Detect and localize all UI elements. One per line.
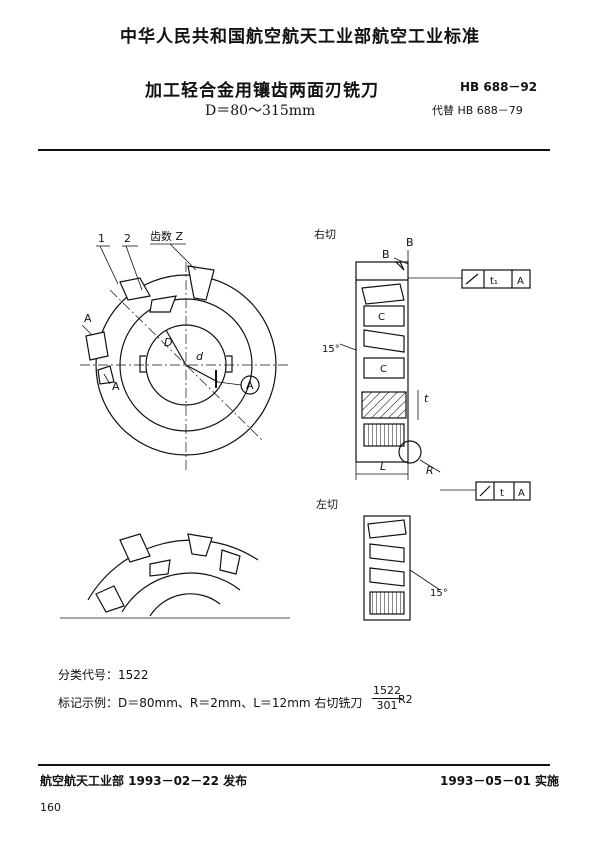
partial-tooth-3 xyxy=(149,559,171,577)
tooth-slot-3 xyxy=(187,265,215,301)
label-teeth-count: 齿数 Z xyxy=(150,230,183,243)
partial-hub-arc xyxy=(121,572,241,613)
tol2-ref: A xyxy=(518,488,525,499)
tol1-value: t₁ xyxy=(490,276,498,287)
front-view-partial xyxy=(60,533,290,619)
label-R: R xyxy=(426,464,434,477)
leader-2 xyxy=(125,245,143,291)
issue-date: 航空航天工业部 1993－02－22 发布 xyxy=(40,774,248,788)
label-right-cut: 右切 xyxy=(314,227,336,241)
fraction-numerator: 1522 xyxy=(372,684,402,699)
label-b2: B xyxy=(406,236,414,249)
label-left-cut: 左切 xyxy=(316,498,338,511)
partial-tooth-2 xyxy=(119,533,151,563)
tol1-ref: A xyxy=(517,276,524,287)
marking-example: 标记示例：D＝80mm、R＝2mm、L＝12mm 右切铣刀 xyxy=(58,696,363,710)
label-a-lower: A xyxy=(112,380,120,393)
label-a-upper: A xyxy=(84,312,92,325)
label-2: 2 xyxy=(124,232,131,245)
diameter-D-line xyxy=(165,329,187,366)
hatched-insert xyxy=(363,423,405,447)
partial-bore-arc xyxy=(149,593,221,617)
left-hand-section xyxy=(363,515,441,621)
label-c-upper: C xyxy=(378,312,385,323)
document-title: 加工轻合金用镶齿两面刃铣刀 xyxy=(145,81,379,101)
tooth-block-c xyxy=(363,305,405,327)
left-section-outline xyxy=(363,515,411,621)
tooth-slot-2 xyxy=(149,295,177,313)
edge-radius-detail xyxy=(398,440,422,464)
label-c-lower: C xyxy=(380,364,387,375)
hatched-body xyxy=(361,391,407,419)
partial-tooth-5 xyxy=(219,549,241,575)
page-number: 160 xyxy=(40,801,61,814)
label-b1: B xyxy=(382,248,390,261)
footer-rule xyxy=(38,764,550,766)
partial-tooth-4 xyxy=(187,533,213,557)
keyway-left xyxy=(139,355,146,373)
section-outline xyxy=(355,261,409,463)
tooth-slot-4 xyxy=(85,331,109,361)
partial-tooth-1 xyxy=(95,585,125,613)
replaces-standard: 代替 HB 688－79 xyxy=(432,104,523,117)
label-datum-a: A xyxy=(246,379,254,392)
classification-code: 分类代号：1522 xyxy=(58,668,149,682)
document-subtitle: D＝80～315mm xyxy=(205,103,316,119)
label-angle-left: 15° xyxy=(430,588,448,599)
tooth-slot-5 xyxy=(97,365,115,385)
partial-outer-arc xyxy=(87,539,259,601)
label-diameter-d: d xyxy=(196,350,204,363)
diameter-d-line xyxy=(185,364,219,383)
standard-body: 中华人民共和国航空航天工业部航空工业标准 xyxy=(120,27,480,47)
label-L: L xyxy=(380,460,386,473)
tolerance-frame-2 xyxy=(475,481,531,501)
tolerance-frame-1 xyxy=(461,269,531,289)
effective-date: 1993－05－01 实施 xyxy=(440,774,559,788)
standard-number: HB 688－92 xyxy=(460,80,538,94)
fraction-suffix: R2 xyxy=(398,693,413,706)
right-hand-section xyxy=(339,250,531,501)
front-view xyxy=(80,243,290,470)
marking-fraction: 1522 301 xyxy=(372,684,402,713)
label-1: 1 xyxy=(98,232,105,245)
tol2-value: t xyxy=(500,488,504,499)
label-diameter-D: D xyxy=(164,336,172,349)
label-angle-right: 15° xyxy=(322,344,340,355)
fraction-denominator: 301 xyxy=(376,699,398,712)
tooth-slot-1 xyxy=(119,277,151,301)
leader-1 xyxy=(99,245,119,285)
leader-teeth xyxy=(169,243,197,271)
header-rule xyxy=(38,149,550,151)
label-t: t xyxy=(424,392,429,405)
keyway-right xyxy=(226,355,233,373)
